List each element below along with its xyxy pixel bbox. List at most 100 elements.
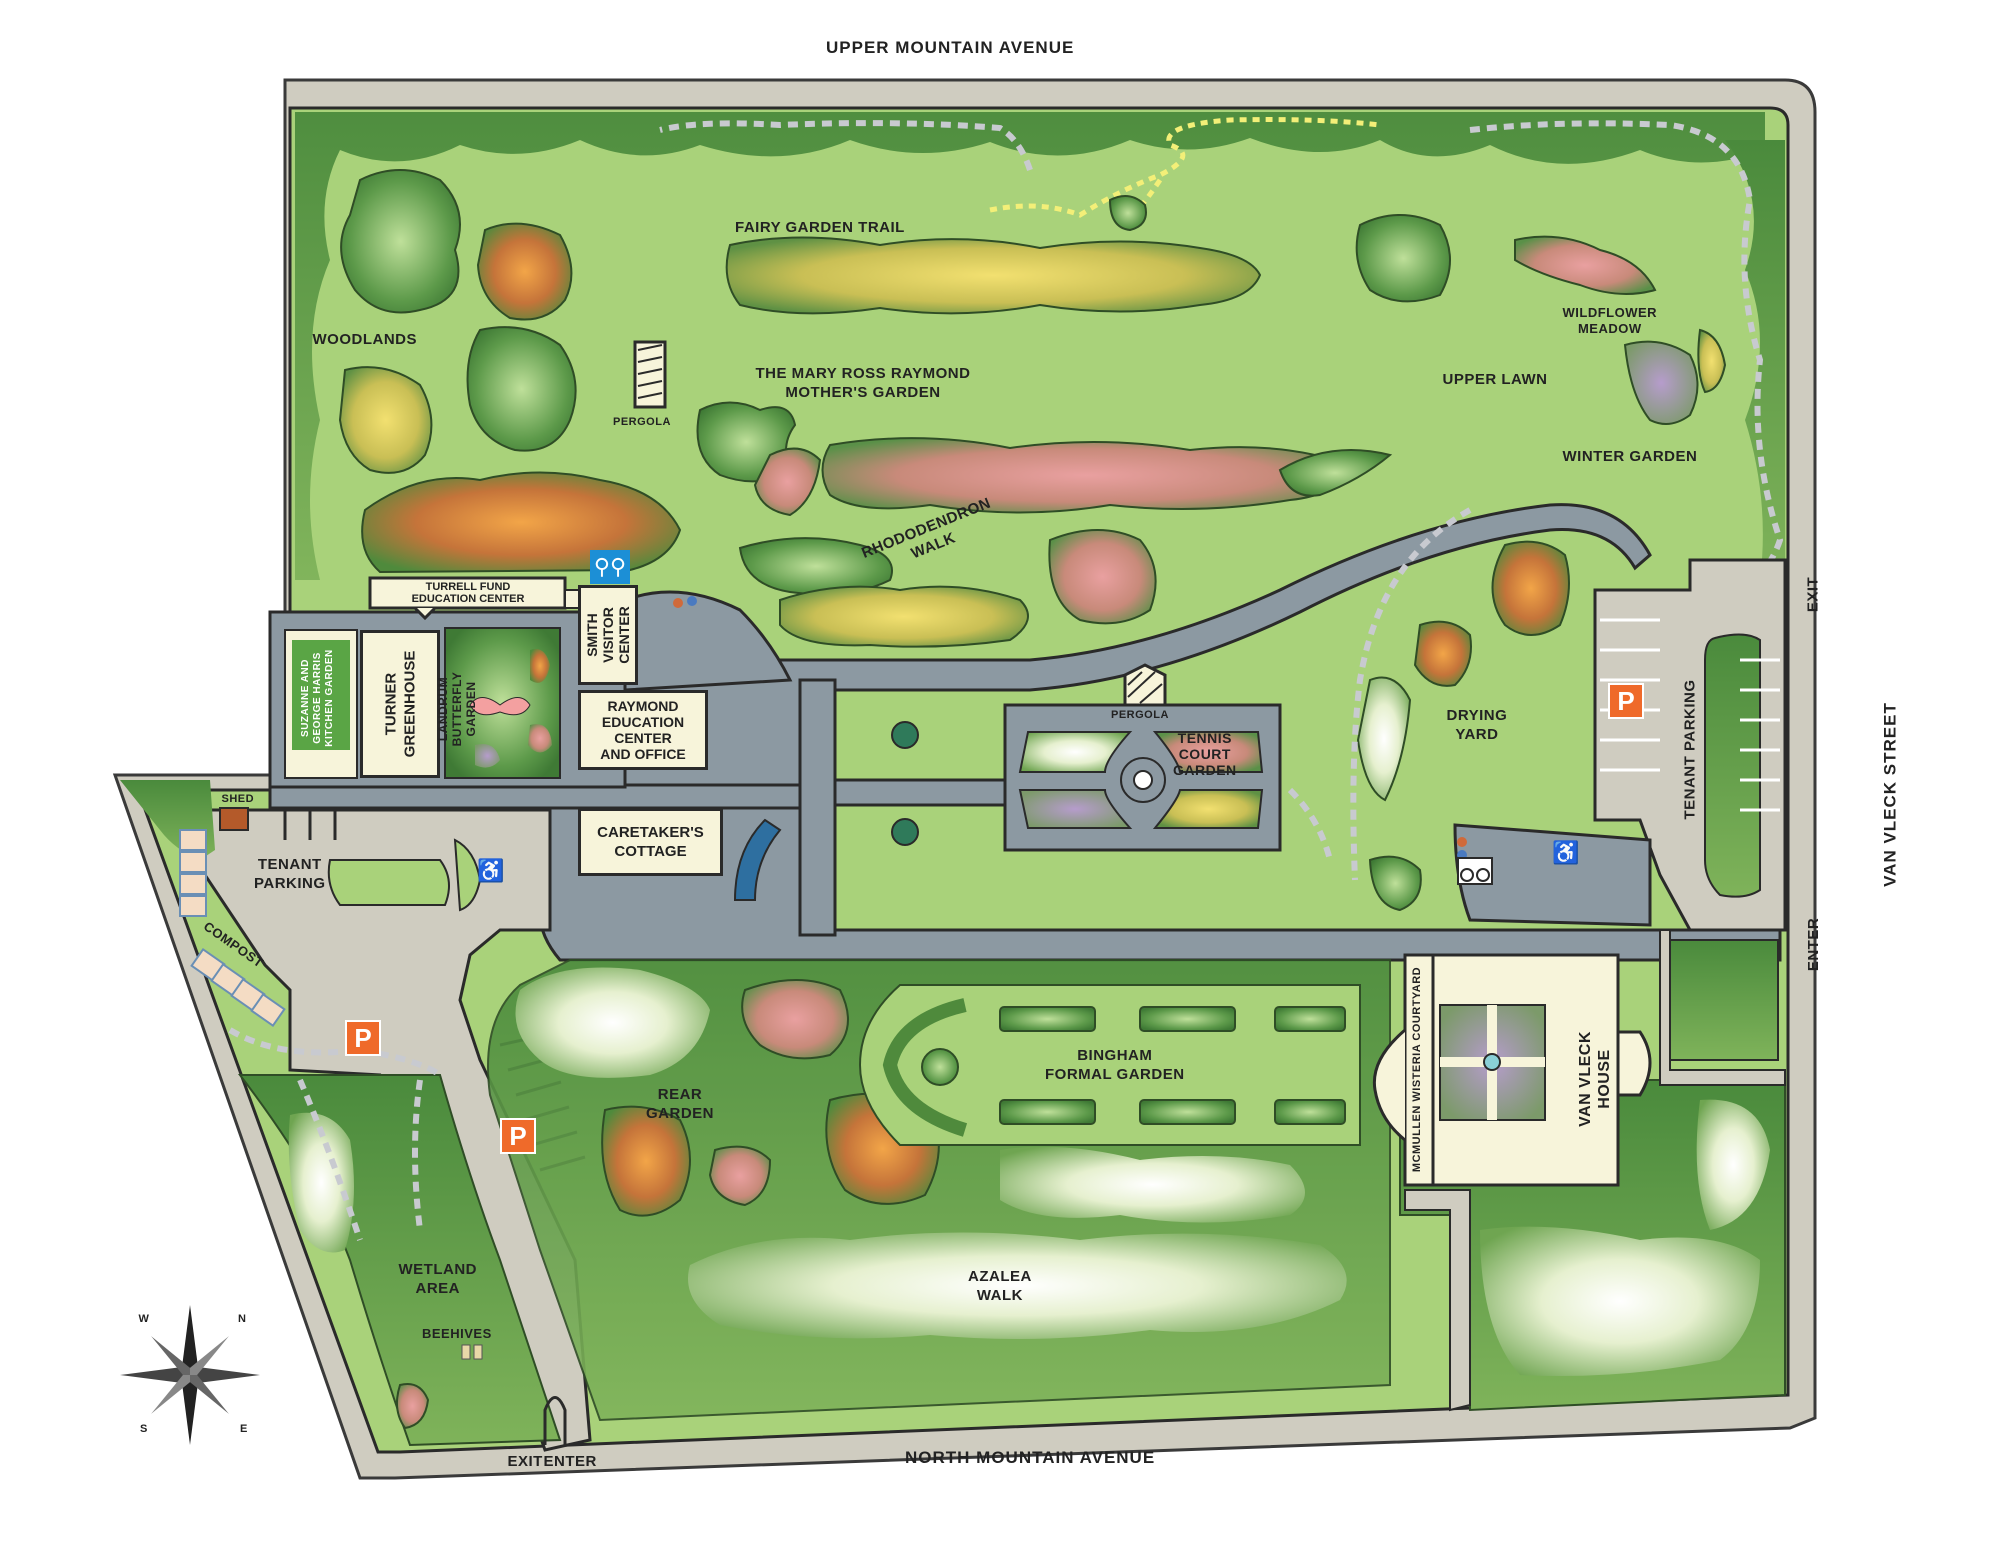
label-fairy-garden-trail: FAIRY GARDEN TRAIL xyxy=(735,219,905,236)
label-bingham-line1: BINGHAM xyxy=(1077,1047,1153,1064)
label-azalea-walk: AZALEA WALK xyxy=(968,1267,1032,1305)
compass-south-label: S xyxy=(140,1423,148,1435)
wildflower-meadow-bed xyxy=(1514,235,1657,295)
raymond-line2: EDUCATION xyxy=(601,714,685,730)
wheelchair-icon-east: ♿ xyxy=(1552,840,1580,865)
visitor-label: SMITH VISITOR CENTER xyxy=(584,606,632,664)
street-north-mountain: NORTH MOUNTAIN AVENUE xyxy=(905,1448,1156,1467)
label-rear-line2: GARDEN xyxy=(646,1105,715,1122)
label-wildflower-line2: MEADOW xyxy=(1577,321,1642,336)
butterfly-shrub xyxy=(475,744,500,768)
label-wetland-line1: WETLAND xyxy=(398,1261,477,1278)
courtyard-fountain xyxy=(1483,1053,1501,1071)
label-tenant-west-line2: PARKING xyxy=(254,875,326,892)
label-wisteria-courtyard: MCMULLEN WISTERIA COURTYARD xyxy=(1411,966,1423,1173)
wetland-shrub xyxy=(395,1383,430,1430)
winter-garden-bed xyxy=(1697,328,1727,394)
landrum-butterfly-garden-label[interactable]: LANDRUM BUTTERFLY GARDEN xyxy=(436,654,478,764)
bingham-arc-hedge xyxy=(882,998,968,1137)
raymond-education-center[interactable]: RAYMOND EDUCATION CENTER AND OFFICE xyxy=(578,690,708,770)
turrell-banner xyxy=(368,576,567,610)
southeast-lawn xyxy=(1480,1226,1760,1376)
gate-exit-south: EXIT xyxy=(507,1453,543,1470)
west-lawn-island xyxy=(453,838,482,912)
east-parking-island xyxy=(1704,633,1761,898)
label-tenant-parking-west: TENANT PARKING xyxy=(254,855,326,893)
butterfly-shrub xyxy=(528,724,552,753)
turrell-education-center[interactable]: TURRELL FUND EDUCATION CENTER xyxy=(373,580,563,606)
butterfly-line2: BUTTERFLY xyxy=(450,671,464,747)
drying-yard-spur xyxy=(1453,823,1652,927)
visitor-line2: VISITOR xyxy=(600,607,616,663)
turner-greenhouse[interactable]: TURNER GREENHOUSE xyxy=(360,630,440,778)
label-tennis-court-garden: TENNIS COURT GARDEN xyxy=(1173,730,1237,778)
tennis-fountain xyxy=(1133,770,1153,790)
compass-east-label: E xyxy=(240,1423,248,1435)
drying-yard-shrub xyxy=(1491,540,1570,636)
south-gate-arch xyxy=(543,1396,567,1445)
woodland-shrub xyxy=(476,222,573,321)
label-beehives: BEEHIVES xyxy=(422,1326,492,1341)
butterfly-shape xyxy=(469,697,531,716)
label-drying-yard: DRYING YARD xyxy=(1447,706,1508,744)
mothers-garden-bed xyxy=(753,447,822,517)
label-mothers-garden: THE MARY ROSS RAYMOND MOTHER'S GARDEN xyxy=(756,364,971,402)
pergola-tennis-structure xyxy=(1123,663,1167,707)
label-tennis-line1: TENNIS xyxy=(1177,730,1232,746)
southeast-lawn xyxy=(1696,1099,1770,1230)
drying-yard-shrub xyxy=(1368,855,1422,912)
compass-rose xyxy=(120,1305,260,1445)
label-wetland-line2: AREA xyxy=(415,1280,460,1297)
smith-visitor-center[interactable]: SMITH VISITOR CENTER xyxy=(578,585,638,685)
van-vleck-house-label[interactable]: VAN VLECK HOUSE xyxy=(1576,994,1614,1164)
caretakers-cottage[interactable]: CARETAKER'S COTTAGE xyxy=(578,808,723,876)
caretaker-line2: COTTAGE xyxy=(614,843,687,860)
turrell-line2: EDUCATION CENTER xyxy=(411,593,525,605)
beehive xyxy=(473,1344,483,1360)
woodland-shrub xyxy=(361,471,682,574)
label-shed: SHED xyxy=(221,793,255,805)
label-azalea-line1: AZALEA xyxy=(968,1268,1032,1285)
round-shrub xyxy=(891,721,919,749)
kitchen-line2: GEORGE HARRIS xyxy=(312,652,323,744)
wetland-path xyxy=(228,1027,442,1241)
winter-garden-bed xyxy=(1623,340,1699,425)
shed-structure xyxy=(219,807,249,831)
label-rear-line1: REAR xyxy=(657,1086,703,1103)
east-lawn-path xyxy=(1659,929,1786,1086)
pergola-north-structure xyxy=(633,340,667,409)
woodland-shrub xyxy=(338,366,433,474)
cross-path xyxy=(798,678,837,937)
parking-icon-west: P xyxy=(345,1020,381,1056)
kitchen-garden-label[interactable]: SUZANNE AND GEORGE HARRIS KITCHEN GARDEN xyxy=(300,643,336,753)
butterfly-line1: LANDRUM xyxy=(436,676,450,742)
label-tenant-west-line1: TENANT xyxy=(257,856,322,873)
main-drive xyxy=(538,503,1782,962)
compass-north-label: N xyxy=(238,1313,247,1325)
tennis-bed xyxy=(1018,789,1133,829)
label-drying-line1: DRYING xyxy=(1446,707,1508,724)
label-upper-lawn: UPPER LAWN xyxy=(1442,371,1548,388)
drying-yard-shrub xyxy=(1413,620,1472,687)
turrell-line1: TURRELL FUND xyxy=(425,581,511,593)
street-van-vleck: VAN VLECK STREET xyxy=(1880,702,1900,887)
rhododendron-bed xyxy=(779,585,1029,648)
label-wildflower-meadow: WILDFLOWER MEADOW xyxy=(1563,305,1658,337)
rhododendron-bed xyxy=(738,537,893,596)
wetland-pool xyxy=(288,1112,354,1253)
woodland-walking-path xyxy=(659,120,1784,583)
rhododendron-bed xyxy=(1048,529,1157,625)
stream xyxy=(733,818,782,901)
rear-garden-lawn xyxy=(515,967,710,1078)
compost-bins xyxy=(179,829,286,1028)
label-winter-garden: WINTER GARDEN xyxy=(1562,448,1698,465)
label-azalea-line2: WALK xyxy=(976,1287,1023,1304)
drying-yard-shrub xyxy=(1356,676,1412,802)
label-tennis-line2: COURT xyxy=(1178,746,1231,762)
mothers-garden-bed xyxy=(821,437,1352,514)
raymond-line4: AND OFFICE xyxy=(600,746,686,762)
street-upper-mountain: UPPER MOUNTAIN AVENUE xyxy=(826,38,1075,57)
label-bingham-garden: BINGHAM FORMAL GARDEN xyxy=(1045,1046,1185,1084)
label-mothers-garden-line2: MOTHER'S GARDEN xyxy=(785,384,941,401)
bingham-hedges xyxy=(921,1006,1346,1125)
